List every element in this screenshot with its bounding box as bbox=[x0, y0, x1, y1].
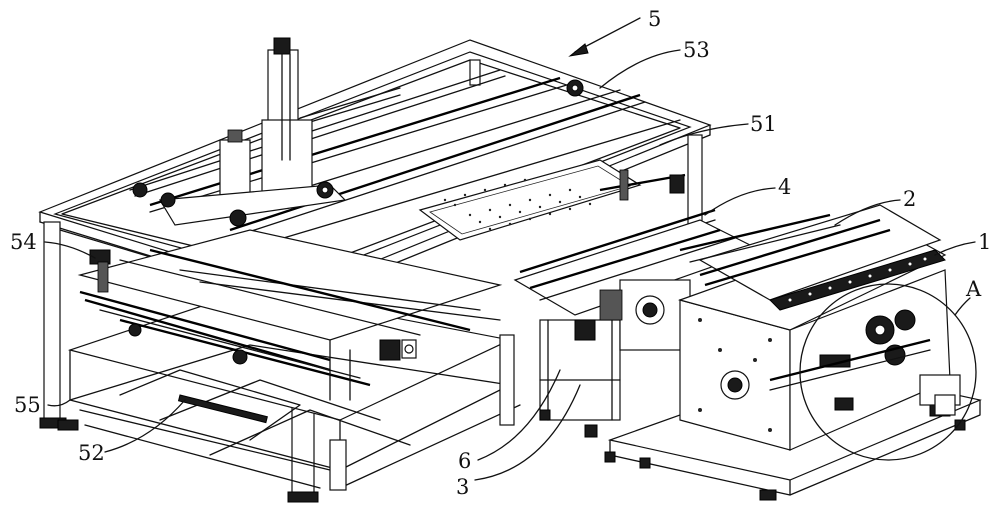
label-52: 52 bbox=[78, 441, 105, 465]
label-5: 5 bbox=[648, 7, 661, 31]
label-1: 1 bbox=[978, 230, 991, 254]
label-51: 51 bbox=[750, 112, 777, 136]
label-a: A bbox=[965, 277, 982, 301]
label-4: 4 bbox=[778, 175, 791, 199]
label-6: 6 bbox=[458, 449, 471, 473]
label-3: 3 bbox=[456, 475, 469, 499]
label-54: 54 bbox=[10, 230, 37, 254]
label-55: 55 bbox=[14, 393, 41, 417]
label-2: 2 bbox=[903, 187, 916, 211]
label-53: 53 bbox=[683, 38, 710, 62]
vertical-actuator bbox=[220, 38, 312, 200]
